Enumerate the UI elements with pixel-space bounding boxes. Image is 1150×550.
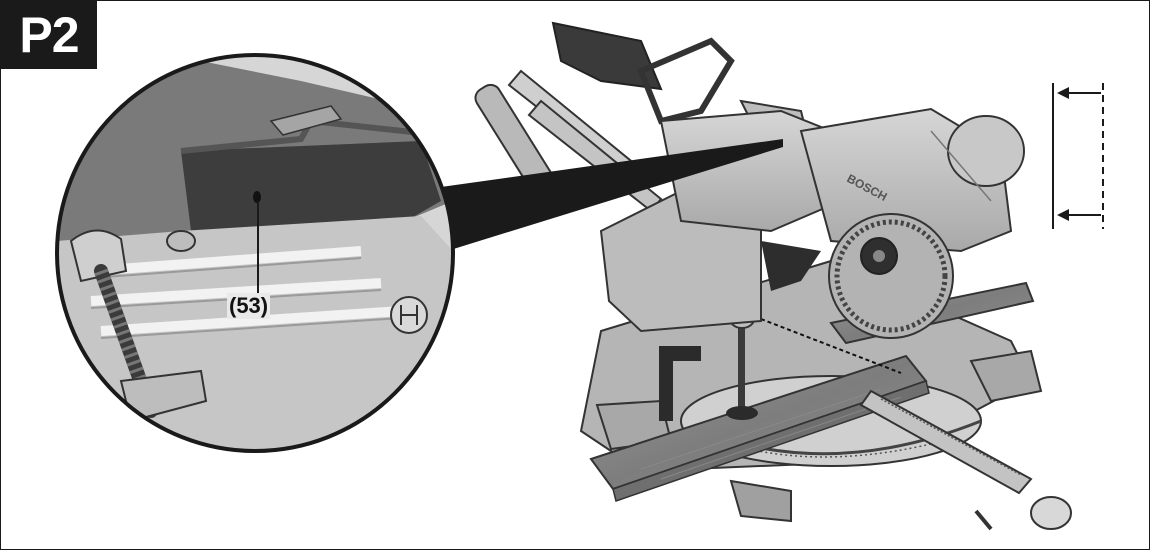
- figure-label: P2: [1, 1, 97, 69]
- callout-label-53: (53): [227, 293, 271, 319]
- zoom-detail: [55, 53, 455, 453]
- zoom-callout-cone: [441, 139, 783, 251]
- arrow-left-icon: [1057, 209, 1069, 221]
- blade-guard: [761, 241, 821, 291]
- saw-head: BOSCH: [551, 21, 1025, 253]
- saw-blade: [828, 213, 954, 339]
- alignment-indicator: [1052, 83, 1104, 229]
- arrow-left-icon: [1057, 87, 1069, 99]
- extension-rail: [859, 389, 1072, 531]
- hole-53: [253, 191, 261, 203]
- miter-saw: BOSCH: [474, 21, 1072, 531]
